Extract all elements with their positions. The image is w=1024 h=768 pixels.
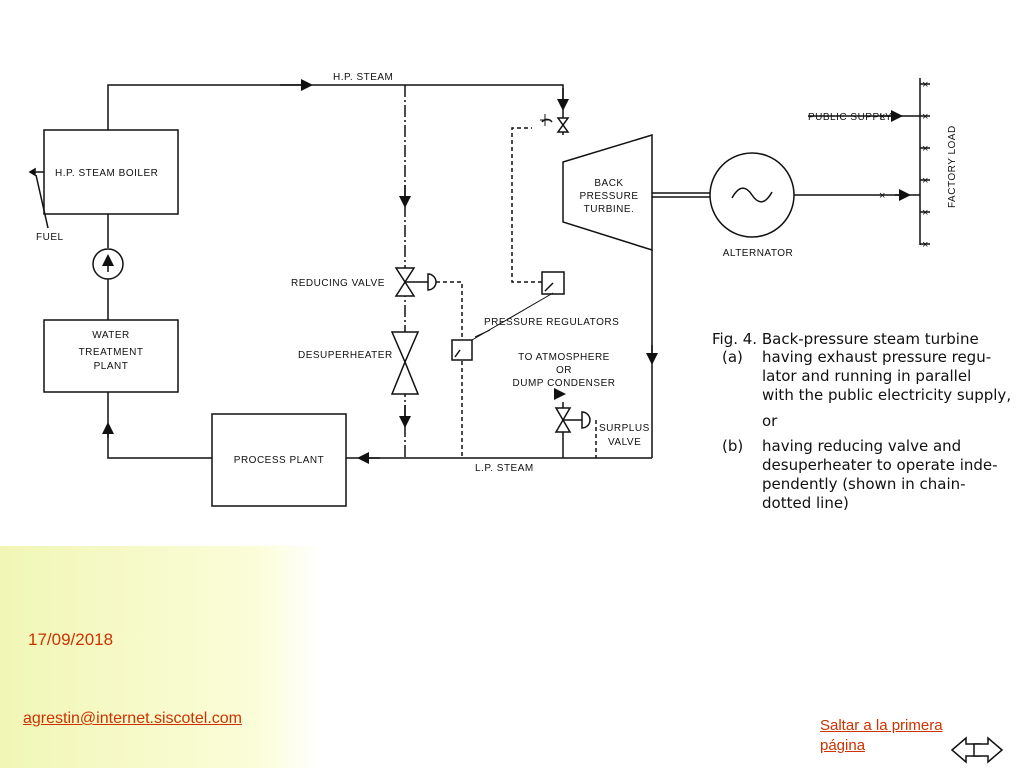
hp-steam-label: H.P. STEAM — [333, 72, 393, 83]
caption-a-line2: lator and running in parallel — [762, 367, 972, 385]
next-arrow-icon[interactable] — [970, 735, 1004, 765]
yellow-background-panel — [0, 546, 322, 768]
hp-steam-line — [107, 84, 564, 135]
figure-title: Fig. 4. Back-pressure steam turbine — [712, 330, 979, 348]
process-plant-label: PROCESS PLANT — [234, 455, 324, 466]
desuperheater-label: DESUPERHEATER — [298, 350, 393, 361]
alternator-label: ALTERNATOR — [723, 248, 794, 259]
caption-a-line1: having exhaust pressure regu- — [762, 348, 992, 366]
caption-b-line3: pendently (shown in chain- — [762, 475, 966, 493]
caption-b-line4: dotted line) — [762, 494, 849, 512]
svg-text:×: × — [922, 207, 928, 219]
caption-b-line1: having reducing valve and — [762, 437, 962, 455]
boiler-label: H.P. STEAM BOILER — [55, 168, 158, 179]
svg-text:×: × — [922, 111, 928, 123]
public-supply-label: PUBLIC SUPPLY — [808, 112, 892, 123]
jump-to-first-page-link[interactable]: Saltar a la primera página — [820, 717, 943, 754]
reducing-valve-label: REDUCING VALVE — [291, 278, 385, 289]
desuperheater-symbol — [390, 331, 420, 395]
caption-b-marker: (b) — [722, 437, 744, 455]
back-pressure-turbine-symbol — [562, 133, 653, 252]
pressure-regulators-label: PRESSURE REGULATORS — [484, 317, 619, 328]
turbine-line1: BACK — [594, 178, 623, 189]
caption-b-text: having reducing valve and desuperheater … — [762, 437, 1014, 513]
turbine-line2: PRESSURE — [579, 191, 638, 202]
caption-b-line2: desuperheater to operate inde- — [762, 456, 998, 474]
caption-a-line3: with the public electricity supply, — [762, 386, 1012, 404]
svg-text:×: × — [922, 175, 928, 187]
surplus-valve-line1: SURPLUS — [599, 423, 650, 434]
svg-text:×: × — [922, 79, 928, 91]
caption-a-text: having exhaust pressure regu- lator and … — [762, 348, 1014, 405]
surplus-valve-line2: VALVE — [608, 437, 641, 448]
water-treatment-line1: WATER — [92, 330, 130, 341]
svg-text:×: × — [922, 239, 928, 251]
email-link[interactable]: agrestin@internet.siscotel.com — [23, 710, 242, 727]
to-atmosphere-line1: TO ATMOSPHERE — [518, 352, 610, 363]
svg-text:×: × — [922, 143, 928, 155]
fuel-label: FUEL — [36, 232, 64, 243]
water-treatment-line3: PLANT — [94, 361, 129, 372]
turbine-line3: TURBINE. — [584, 204, 635, 215]
factory-load-label: FACTORY LOAD — [947, 125, 958, 208]
water-treatment-box — [43, 319, 179, 393]
caption-a-marker: (a) — [722, 348, 743, 366]
to-atmosphere-line3: DUMP CONDENSER — [513, 378, 616, 389]
to-atmosphere-line2: OR — [556, 365, 572, 376]
water-treatment-line2: TREATMENT — [79, 347, 144, 358]
date-text: 17/09/2018 — [28, 630, 114, 649]
caption-or: or — [762, 412, 778, 430]
svg-text:×: × — [879, 111, 885, 123]
lp-steam-label: L.P. STEAM — [475, 463, 534, 474]
process-plant-box — [211, 413, 347, 507]
svg-text:×: × — [879, 190, 885, 202]
